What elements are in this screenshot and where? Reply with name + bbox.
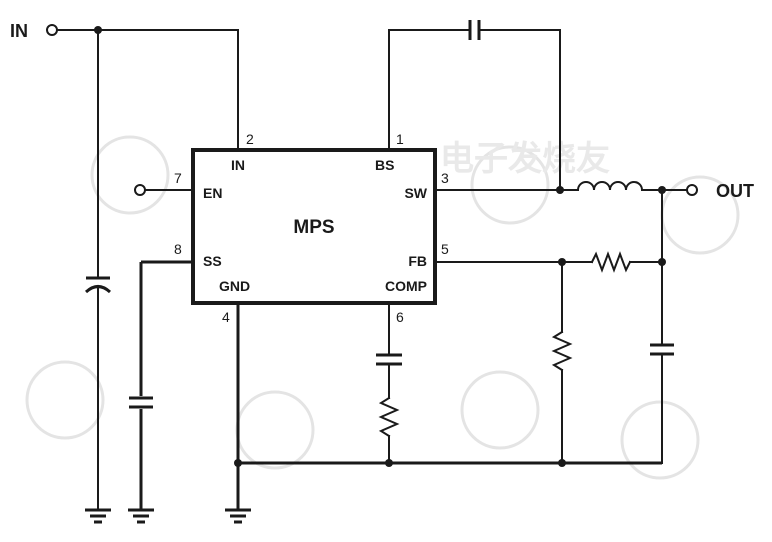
bootstrap-net (388, 20, 561, 191)
enable-net (134, 184, 194, 196)
chip-name: MPS (293, 217, 334, 238)
pin-label-ss: SS (203, 253, 222, 269)
compensation-net (376, 302, 402, 464)
pin-number-4: 4 (222, 309, 230, 325)
output-port-label: OUT (716, 181, 754, 201)
mps-chip (191, 148, 437, 305)
pin-label-gnd: GND (219, 278, 250, 294)
pin-label-fb: FB (408, 253, 427, 269)
pin-label-in: IN (231, 157, 245, 173)
pin-number-1: 1 (396, 131, 404, 147)
ground-symbol-3 (225, 508, 251, 524)
watermark-layer: 电子发烧友 (25, 135, 740, 480)
ground-symbol-2 (128, 508, 154, 524)
pin-number-3: 3 (441, 170, 449, 186)
pin-number-6: 6 (396, 309, 404, 325)
pin-label-bs: BS (375, 157, 394, 173)
pin-label-en: EN (203, 185, 222, 201)
input-port-label: IN (10, 21, 28, 41)
ground-net (234, 303, 662, 510)
pin-label-comp: COMP (385, 278, 427, 294)
input-net (46, 24, 239, 511)
feedback-net (434, 251, 666, 464)
pin-label-sw: SW (404, 185, 427, 201)
switch-output-net (434, 181, 698, 464)
pin-number-7: 7 (174, 170, 182, 186)
pin-number-2: 2 (246, 131, 254, 147)
pin-number-5: 5 (441, 241, 449, 257)
ground-symbol-1 (85, 508, 111, 524)
softstart-net (129, 260, 193, 510)
pin-number-8: 8 (174, 241, 182, 257)
watermark-text: 电子发烧友 (440, 139, 610, 179)
